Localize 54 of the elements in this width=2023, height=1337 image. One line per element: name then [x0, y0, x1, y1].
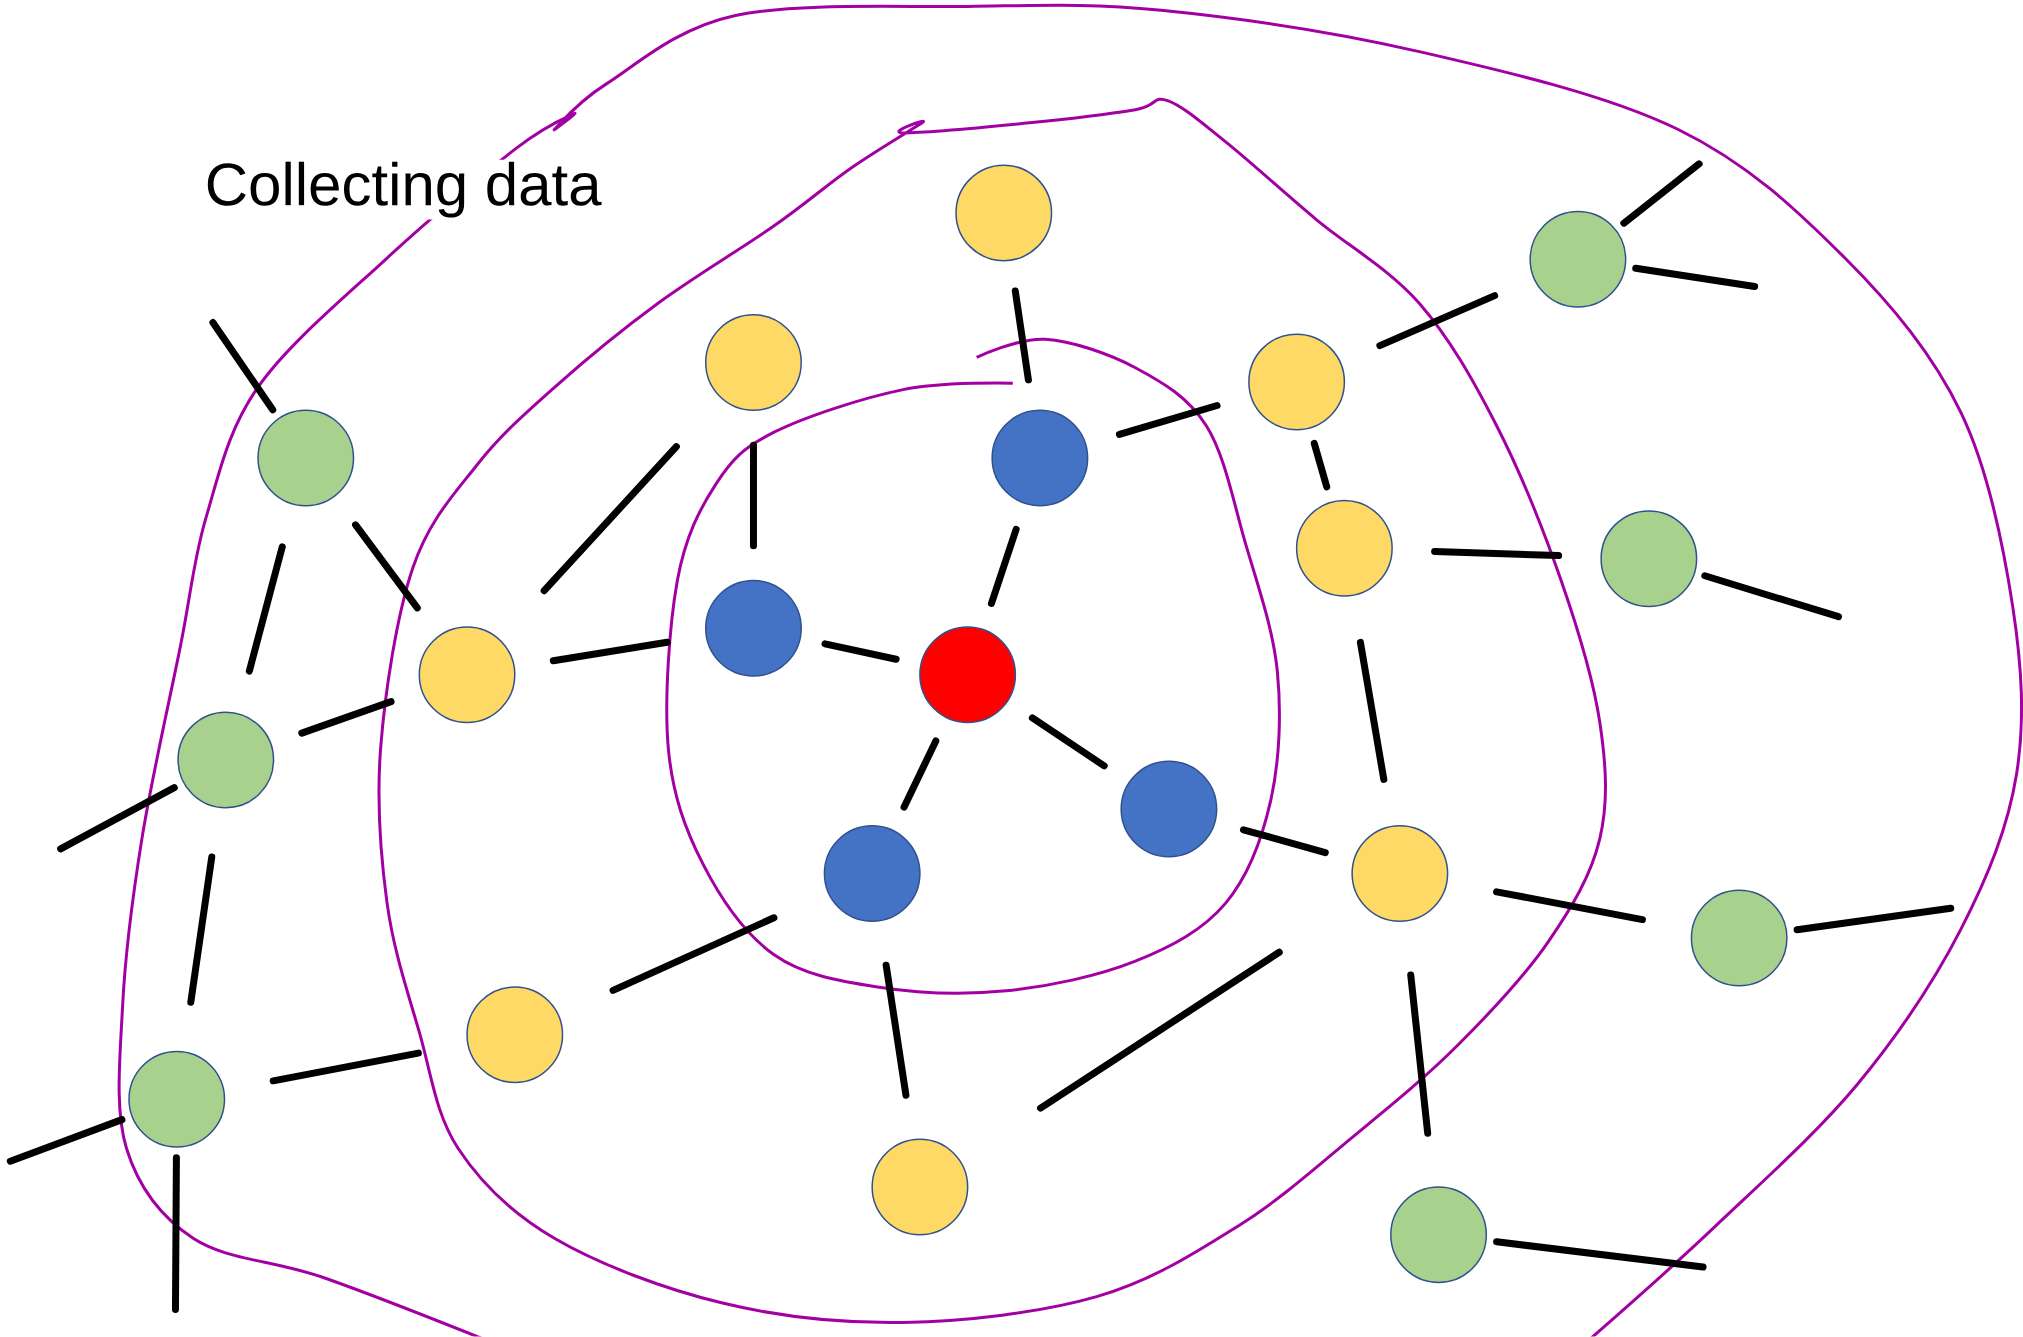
- connector-line: [1037, 948, 1283, 1112]
- connector-line: [900, 737, 940, 811]
- circle-node: [466, 986, 564, 1084]
- connector-line: [1115, 402, 1221, 439]
- connector-line: [1239, 826, 1329, 857]
- connector-line: [1407, 971, 1432, 1137]
- circle-node: [1529, 211, 1627, 308]
- connector-line: [209, 319, 277, 414]
- circle-node: [1690, 889, 1788, 987]
- circle-node: [823, 825, 921, 923]
- circle-node: [955, 164, 1053, 262]
- circle-node: [1351, 825, 1449, 923]
- connector-line: [1632, 264, 1759, 291]
- connector-line: [1376, 292, 1499, 350]
- circle-node: [871, 1138, 969, 1236]
- connector-line: [187, 853, 216, 1006]
- connector-line: [821, 640, 900, 663]
- connector-line: [1356, 639, 1388, 784]
- circle-node: [1295, 500, 1393, 597]
- circle-node: [177, 711, 275, 809]
- connector-line: [6, 1116, 126, 1165]
- connector-line: [172, 1154, 180, 1314]
- connector-line: [1493, 1238, 1707, 1271]
- circle-node: [128, 1050, 226, 1148]
- connector-line: [549, 639, 671, 665]
- connector-line: [1011, 287, 1032, 384]
- connector-line: [1431, 548, 1563, 560]
- connector-line: [987, 525, 1020, 608]
- circle-node: [418, 626, 516, 724]
- connector-line: [1701, 572, 1842, 621]
- connector-line: [1493, 888, 1646, 924]
- connector-line: [1793, 904, 1955, 934]
- circle-node: [991, 409, 1089, 507]
- circle-node: [704, 580, 802, 677]
- circle-node: [1390, 1186, 1488, 1284]
- connector-line: [57, 784, 178, 853]
- connector-line: [1620, 160, 1703, 227]
- connector-line: [269, 1049, 422, 1085]
- circle-node: [704, 314, 802, 412]
- circle-node: [1120, 760, 1218, 858]
- connector-line: [750, 441, 757, 550]
- connector-line: [1310, 440, 1331, 491]
- connector-line: [1028, 714, 1108, 770]
- circle-node: [919, 626, 1017, 724]
- circle-node: [257, 409, 355, 507]
- connector-line: [298, 698, 395, 737]
- connector-line: [245, 543, 286, 675]
- title-text: Collecting data: [202, 159, 604, 220]
- circle-node: [1248, 333, 1346, 431]
- connector-line: [882, 961, 910, 1099]
- circle-node: [1600, 510, 1698, 608]
- connector-line: [609, 914, 778, 995]
- connector-line: [352, 521, 421, 612]
- connector-line: [540, 443, 680, 595]
